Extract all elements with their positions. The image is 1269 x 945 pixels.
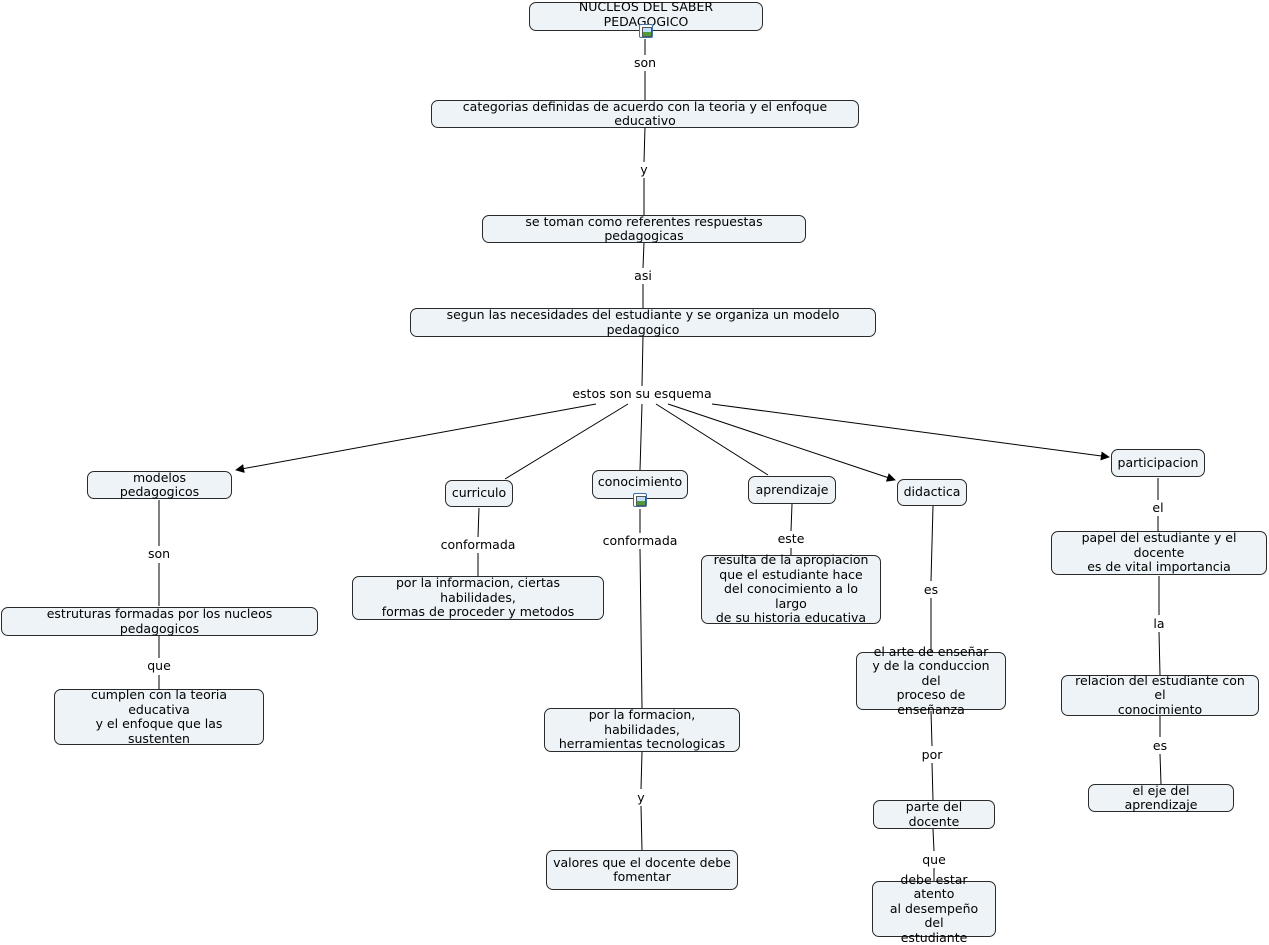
connector-line bbox=[711, 403, 1110, 461]
concept-arte[interactable]: el arte de enseñar y de la conduccion de… bbox=[856, 644, 1006, 717]
concept-papel[interactable]: papel del estudiante y el docente es de … bbox=[1051, 531, 1267, 575]
connector-line bbox=[930, 505, 934, 582]
concept-apropiacion[interactable]: resulta de la apropiacion que el estudia… bbox=[701, 553, 881, 625]
concept-eje[interactable]: el eje del aprendizaje bbox=[1088, 783, 1234, 812]
link-la: la bbox=[1150, 616, 1168, 632]
connector-line bbox=[504, 403, 629, 480]
image-resource-icon[interactable] bbox=[639, 24, 653, 38]
connector-line bbox=[932, 828, 935, 852]
concept-relacion[interactable]: relacion del estudiante con el conocimie… bbox=[1061, 673, 1259, 717]
link-y: y bbox=[634, 790, 648, 806]
connector-line bbox=[477, 507, 480, 538]
connector-line bbox=[655, 403, 769, 476]
concept-modelos[interactable]: modelos pedagogicos bbox=[87, 470, 232, 499]
concept-conocimiento[interactable]: conocimiento bbox=[592, 470, 688, 499]
link-son: son bbox=[144, 546, 174, 562]
connector-line bbox=[235, 403, 597, 473]
link-es: es bbox=[920, 582, 942, 598]
connector-line bbox=[639, 403, 643, 471]
connector-line bbox=[643, 126, 646, 163]
link-es: es bbox=[1149, 738, 1171, 754]
concept-valores[interactable]: valores que el docente debe fomentar bbox=[546, 850, 738, 890]
connector-line bbox=[667, 403, 896, 482]
concept-necesidades[interactable]: segun las necesidades del estudiante y s… bbox=[410, 307, 876, 337]
link-que: que bbox=[919, 852, 949, 868]
link-conformada: conformada bbox=[437, 537, 519, 553]
connector-line bbox=[790, 503, 793, 532]
concept-parte[interactable]: parte del docente bbox=[873, 799, 995, 829]
connector-line bbox=[1158, 631, 1161, 676]
connector-line bbox=[639, 548, 643, 709]
link-son: son bbox=[630, 55, 660, 71]
connector-line bbox=[642, 241, 645, 269]
connector-line bbox=[1159, 753, 1162, 785]
link-conformada: conformada bbox=[599, 533, 681, 549]
link-este: este bbox=[774, 531, 808, 547]
concept-cumplen[interactable]: cumplen con la teoria educativa y el enf… bbox=[54, 687, 264, 745]
concept-participacion[interactable]: participacion bbox=[1111, 449, 1205, 477]
concept-formacion[interactable]: por la formacion, habilidades, herramien… bbox=[544, 708, 740, 752]
connector-line bbox=[641, 335, 644, 387]
image-resource-icon[interactable] bbox=[633, 493, 647, 507]
concept-didactica[interactable]: didactica bbox=[897, 479, 967, 506]
concept-categorias[interactable]: categorias definidas de acuerdo con la t… bbox=[431, 99, 859, 128]
connector-line bbox=[931, 762, 934, 801]
connector-line bbox=[930, 710, 933, 747]
link-el: el bbox=[1149, 500, 1167, 516]
concept-atento[interactable]: debe estar atento al desempeño del estud… bbox=[872, 872, 996, 945]
link-asi: asi bbox=[631, 268, 655, 284]
connector-line bbox=[640, 751, 643, 790]
concept-aprendizaje[interactable]: aprendizaje bbox=[748, 476, 836, 504]
link-estos-son-su-esquema: estos son su esquema bbox=[569, 386, 715, 402]
link-que: que bbox=[144, 658, 174, 674]
connector-line bbox=[640, 805, 643, 851]
link-y: y bbox=[637, 162, 651, 178]
link-por: por bbox=[918, 747, 946, 763]
concept-informacion[interactable]: por la informacion, ciertas habilidades,… bbox=[352, 576, 604, 620]
concept-curriculo[interactable]: curriculo bbox=[445, 480, 513, 507]
concept-estruturas[interactable]: estruturas formadas por los nucleos peda… bbox=[1, 606, 318, 636]
concept-referentes[interactable]: se toman como referentes respuestas peda… bbox=[482, 214, 806, 243]
